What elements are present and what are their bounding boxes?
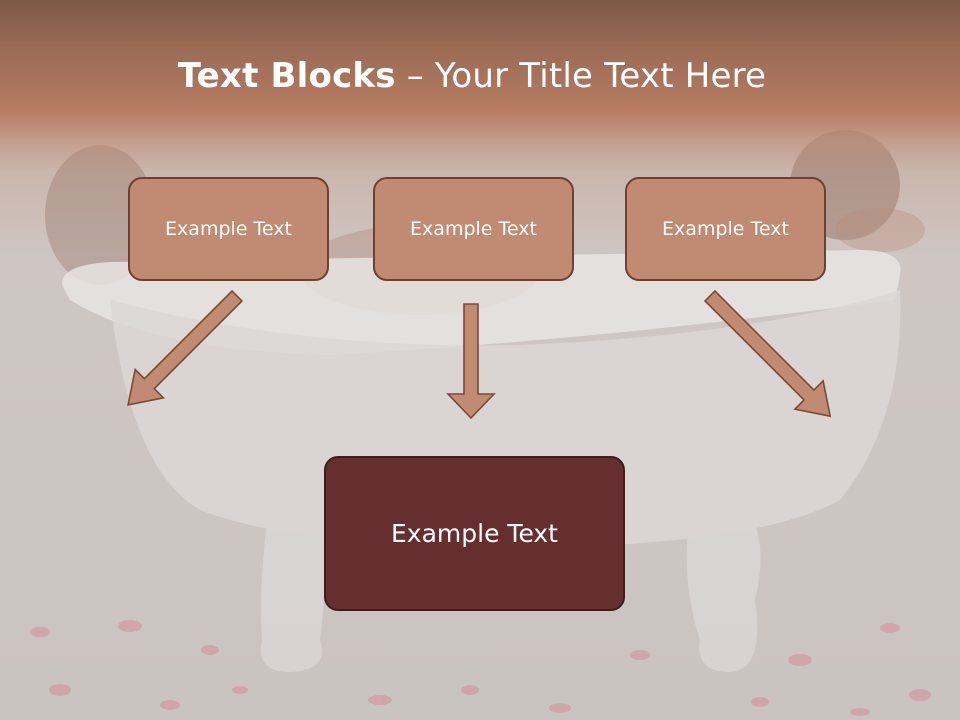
title-bold: Text Blocks bbox=[177, 56, 396, 96]
arrow-left bbox=[127, 289, 244, 406]
title-rest: Your Title Text Here bbox=[434, 56, 767, 96]
text-block-2[interactable]: Example Text bbox=[373, 177, 574, 281]
slide-title: Text Blocks – Your Title Text Here bbox=[0, 52, 944, 100]
title-separator: – bbox=[395, 56, 435, 96]
text-block-1[interactable]: Example Text bbox=[128, 177, 329, 281]
arrow-right bbox=[703, 289, 832, 418]
result-block-label: Example Text bbox=[391, 519, 558, 548]
text-block-3-label: Example Text bbox=[662, 218, 789, 240]
text-block-3[interactable]: Example Text bbox=[625, 177, 826, 281]
text-block-1-label: Example Text bbox=[165, 218, 292, 240]
header-band bbox=[0, 0, 960, 170]
text-block-2-label: Example Text bbox=[410, 218, 537, 240]
result-block[interactable]: Example Text bbox=[324, 456, 625, 611]
arrow-center bbox=[446, 303, 496, 420]
